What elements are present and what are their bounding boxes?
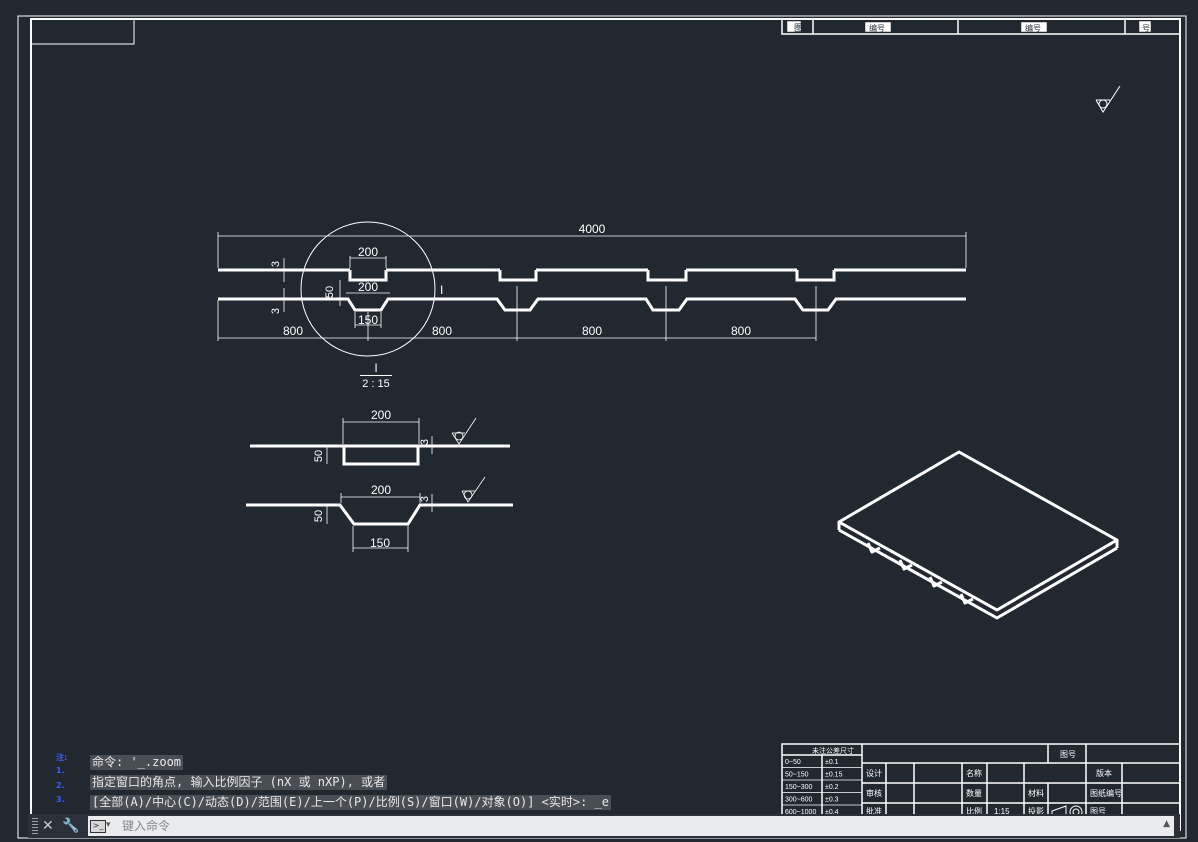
dim-span-1: 800	[283, 324, 303, 338]
inner-frame	[30, 18, 1181, 831]
label-version: 版本	[1096, 768, 1112, 778]
tolerance-title: 未注公差尺寸	[812, 746, 854, 755]
tolerance-range: 300~600	[785, 797, 813, 804]
top-bar-cell-1: 图	[794, 23, 803, 33]
note-2: 2.	[56, 781, 65, 790]
section-b-dims	[326, 476, 486, 552]
grip-handle[interactable]	[32, 818, 38, 834]
section-b-top-width: 200	[371, 483, 391, 497]
command-prompt-icon[interactable]: >_	[90, 820, 106, 833]
command-history-line: 指定窗口的角点, 输入比例因子 (nX 或 nXP), 或者	[90, 775, 388, 790]
dim-thickness-1: 3	[270, 261, 282, 267]
section-a-depth: 50	[313, 450, 325, 462]
dim-span-3: 800	[582, 324, 602, 338]
tolerance-value: ±0.3	[825, 797, 839, 804]
section-b-profile	[246, 503, 513, 526]
command-input[interactable]: >_ ▾ 键入命令 ▲	[88, 816, 1174, 836]
tolerance-value: ±0.1	[825, 759, 839, 766]
scale-value: 1:15	[994, 807, 1010, 816]
label-material: 材料	[1028, 788, 1044, 798]
tolerance-rows	[782, 767, 862, 818]
detail-label: I	[374, 361, 377, 375]
wrench-icon[interactable]: 🔧	[62, 818, 80, 834]
chevron-down-icon[interactable]: ▾	[106, 820, 111, 830]
command-history-line: 命令: '_.zoom	[90, 755, 184, 770]
roughness-symbol-main	[1095, 85, 1121, 113]
top-title-bar	[781, 18, 1181, 35]
detail-marker: I	[440, 283, 443, 297]
label-scale: 比例	[966, 806, 982, 816]
section-a-dims	[326, 417, 477, 464]
drawing-label: 图号	[1060, 750, 1076, 759]
dim-thickness-2: 3	[270, 308, 282, 314]
tolerance-range: 0~50	[785, 759, 801, 766]
dim-overall-length: 4000	[579, 222, 606, 236]
label-design: 设计	[866, 768, 882, 778]
label-projection: 投影	[1028, 806, 1044, 816]
dim-span-4: 800	[731, 324, 751, 338]
section-a-thickness: 3	[419, 439, 431, 445]
tolerance-range: 600~1000	[785, 809, 816, 816]
isometric-view	[837, 450, 1119, 620]
label-sheet: 图号	[1090, 807, 1106, 816]
label-drawing-no: 图纸编号	[1090, 788, 1122, 798]
command-line-bar: ✕ 🔧 >_ ▾ 键入命令 ▲	[28, 814, 1180, 838]
note-3: 3.	[56, 795, 65, 804]
outer-frame	[17, 15, 1187, 839]
close-icon[interactable]: ✕	[42, 818, 54, 834]
dim-channel-top-width-2: 200	[358, 280, 378, 294]
corner-box	[30, 18, 135, 45]
dim-depth: 50	[324, 286, 336, 298]
tolerance-value: ±0.4	[825, 809, 839, 816]
top-bar-cell-3: 编号	[1025, 23, 1041, 33]
section-a-profile	[250, 444, 510, 466]
detail-scale-bar	[360, 375, 392, 376]
tolerance-range: 50~150	[785, 772, 809, 779]
dim-span-2: 800	[432, 324, 452, 338]
note-1: 1.	[56, 766, 65, 775]
section-b-depth: 50	[313, 510, 325, 522]
section-b-bottom-width: 150	[370, 536, 390, 550]
top-bar-cell-4: 号	[1142, 24, 1150, 33]
section-a-top-width: 200	[371, 408, 391, 422]
dim-channel-top-width: 200	[358, 245, 378, 259]
detail-scale: 2 : 15	[362, 378, 390, 390]
dim-channel-bottom-width: 150	[358, 313, 378, 327]
top-bar-cell-2: 编号	[869, 23, 885, 33]
label-approve: 批准	[866, 806, 882, 816]
tolerance-value: ±0.2	[825, 784, 839, 791]
command-history-line: [全部(A)/中心(C)/动态(D)/范围(E)/上一个(P)/比例(S)/窗口…	[90, 795, 611, 810]
command-placeholder: 键入命令	[122, 819, 171, 833]
note-heading: 注:	[56, 753, 68, 762]
tolerance-value: ±0.15	[825, 772, 843, 779]
tolerance-range: 150~300	[785, 784, 813, 791]
detail-circle	[300, 221, 436, 357]
section-b-thickness: 3	[419, 496, 431, 502]
label-name: 名称	[966, 768, 982, 778]
label-review: 审核	[866, 788, 882, 798]
scroll-up-icon[interactable]: ▲	[1163, 819, 1170, 829]
main-dimensions	[217, 232, 967, 341]
label-quantity: 数量	[966, 788, 982, 798]
